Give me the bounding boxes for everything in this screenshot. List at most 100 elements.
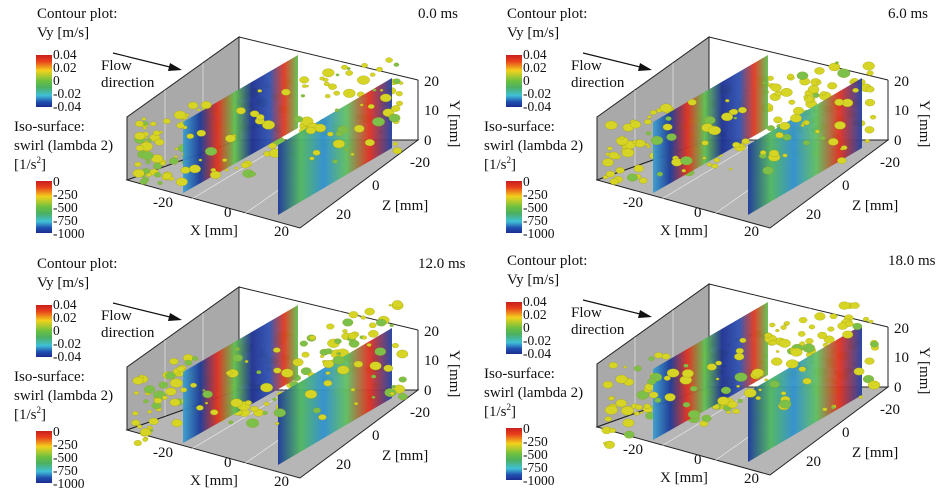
vortex-blob: [701, 414, 712, 422]
vortex-blob: [341, 64, 348, 70]
vortex-blob: [604, 440, 615, 449]
vortex-blob: [323, 380, 333, 387]
vortex-blob: [186, 133, 194, 139]
vortex-blob: [131, 419, 141, 426]
vortex-blob: [634, 411, 640, 416]
vortex-blob: [741, 138, 750, 145]
vortex-blob: [256, 370, 262, 375]
flow-arrow: [582, 52, 649, 70]
vortex-blob: [299, 76, 310, 84]
iso-unit-sup: 2: [506, 402, 512, 412]
vortex-blob: [360, 315, 367, 320]
flow-label: Flow: [101, 308, 132, 324]
contour-tick: 0: [523, 320, 530, 335]
vortex-blob: [649, 391, 659, 399]
z-axis-label: Z [mm]: [852, 198, 899, 214]
vortex-blob: [635, 404, 643, 410]
vortex-blob: [368, 330, 379, 338]
y-tick: 10: [424, 103, 439, 119]
vortex-blob: [312, 407, 321, 414]
vortex-blob: [137, 424, 143, 429]
vortex-blob: [649, 110, 657, 115]
vortex-blob: [337, 365, 350, 375]
vortex-blob: [774, 90, 782, 97]
vortex-blob: [392, 142, 398, 146]
flow-label: Flow: [571, 58, 602, 74]
flow-label-2: direction: [571, 322, 625, 338]
vortex-blob: [622, 418, 635, 428]
vortex-blob: [604, 405, 618, 415]
vortex-blob: [132, 376, 144, 385]
vortex-blob: [602, 380, 614, 389]
vortex-blob: [866, 70, 874, 76]
vortex-blob: [623, 365, 627, 369]
vortex-blob: [389, 391, 395, 396]
vortex-blob: [808, 324, 816, 330]
vortex-blob: [762, 81, 766, 85]
vortex-blob: [764, 378, 769, 382]
vortex-blob: [779, 399, 792, 409]
vortex-blob: [682, 402, 691, 408]
vortex-blob: [615, 374, 628, 384]
vortex-blob: [169, 378, 183, 388]
vortex-blob: [647, 115, 652, 119]
contour-plane-1: [183, 305, 298, 443]
vortex-blob: [682, 369, 694, 378]
vortex-blob: [273, 408, 286, 418]
vortex-blob: [376, 66, 383, 72]
vortex-blob: [132, 411, 139, 416]
contour-tick: -0.04: [523, 346, 552, 361]
contour-tick: 0.02: [53, 310, 77, 325]
vortex-blob: [739, 337, 747, 343]
vortex-blob: [822, 407, 828, 412]
vortex-blob: [711, 163, 719, 169]
contour-tick: 0.04: [53, 297, 77, 312]
vortex-blob: [273, 367, 282, 374]
vortex-blob: [717, 396, 730, 406]
vortex-blob: [734, 372, 748, 382]
vortex-blob: [797, 331, 806, 337]
vortex-blob: [608, 151, 620, 160]
vortex-blob: [262, 411, 268, 415]
vortex-blob: [145, 159, 151, 164]
vortex-blob: [364, 307, 375, 316]
flow-label-2: direction: [571, 75, 625, 91]
y-tick: 10: [894, 350, 909, 366]
vortex-blob: [666, 368, 680, 378]
vortex-blob: [198, 158, 203, 162]
x-tick: 0: [224, 455, 232, 471]
vortex-blob: [737, 398, 743, 403]
vortex-blob: [236, 107, 246, 115]
vortex-blob: [780, 325, 787, 330]
vortex-blob: [621, 406, 634, 416]
vortex-blob: [134, 161, 142, 167]
vortex-blob: [134, 120, 144, 128]
z-tick: 0: [372, 178, 380, 194]
vortex-blob: [780, 88, 793, 97]
vortex-blob: [799, 341, 806, 346]
iso-tick: 0: [523, 421, 530, 436]
vortex-blob: [225, 370, 233, 376]
flow-label-2: direction: [101, 325, 155, 341]
iso-tick: -750: [523, 460, 548, 475]
x-axis-label: X [mm]: [190, 473, 238, 489]
vortex-blob: [702, 156, 707, 160]
vortex-blob: [260, 382, 273, 393]
vortex-blob: [784, 321, 790, 326]
vortex-blob: [662, 123, 673, 131]
contour-tick: -0.02: [523, 86, 552, 101]
iso-tick: -500: [53, 200, 78, 215]
vortex-blob: [680, 156, 693, 166]
vortex-blob: [803, 95, 808, 99]
vortex-blob: [322, 360, 335, 369]
vortex-blob: [372, 88, 377, 92]
vortex-blob: [850, 302, 860, 309]
iso-title: Iso-surface:: [14, 369, 85, 385]
vortex-blob: [840, 145, 848, 151]
iso-tick: 0: [523, 174, 530, 189]
iso-title: Iso-surface:: [484, 119, 555, 135]
vortex-blob: [173, 110, 187, 120]
vortex-blob: [602, 158, 614, 167]
